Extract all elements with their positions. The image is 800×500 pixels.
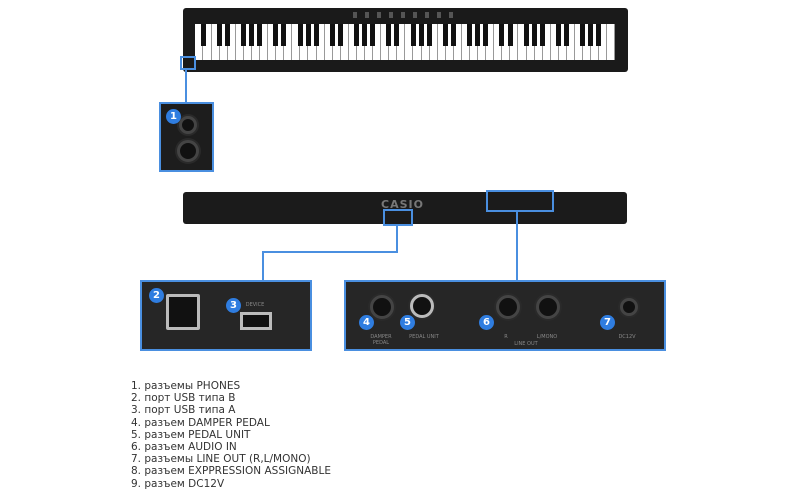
usb-highlight [383, 209, 413, 226]
phones-highlight [180, 56, 196, 70]
jacks-detail-box: 4 5 6 7 DAMPER PEDAL PEDAL UNIT R L/MONO… [344, 280, 666, 351]
piano-top-view [183, 8, 628, 72]
brand-logo: CASIO [381, 198, 424, 211]
callout-2: 2 [149, 288, 164, 303]
control-buttons [353, 12, 453, 18]
callout-4: 4 [359, 315, 374, 330]
usb-a-port [240, 312, 272, 330]
callout-3: 3 [226, 298, 241, 313]
callout-1: 1 [166, 109, 181, 124]
callout-5: 5 [400, 315, 415, 330]
list-item: 1. разъемы PHONES [131, 380, 241, 392]
list-item: 9. разъем DC12V [131, 477, 225, 490]
list-item: 8. разъем EXPPRESSION ASSIGNABLE [131, 465, 331, 478]
list-item: 4. разъем DAMPER PEDAL [131, 416, 270, 429]
keyboard-keys [195, 24, 616, 60]
list-item: 7. разъемы LINE OUT (R,L/MONO) [131, 453, 311, 466]
list-item: 6. разъем AUDIO IN [131, 441, 237, 454]
list-item: 5. разъем PEDAL UNIT [131, 428, 251, 441]
jacks-highlight [486, 190, 554, 212]
phones-detail-box: 1 [159, 102, 214, 172]
connector-list: 1. разъемы PHONES 2. порт USB типа B 3. … [131, 380, 331, 490]
list-item: 2. порт USB типа B [131, 392, 236, 405]
usb-b-port [166, 294, 200, 330]
callout-7: 7 [600, 315, 615, 330]
callout-6: 6 [479, 315, 494, 330]
usb-detail-box: DEVICE 2 3 [140, 280, 312, 351]
list-item: 3. порт USB типа A [131, 404, 236, 417]
